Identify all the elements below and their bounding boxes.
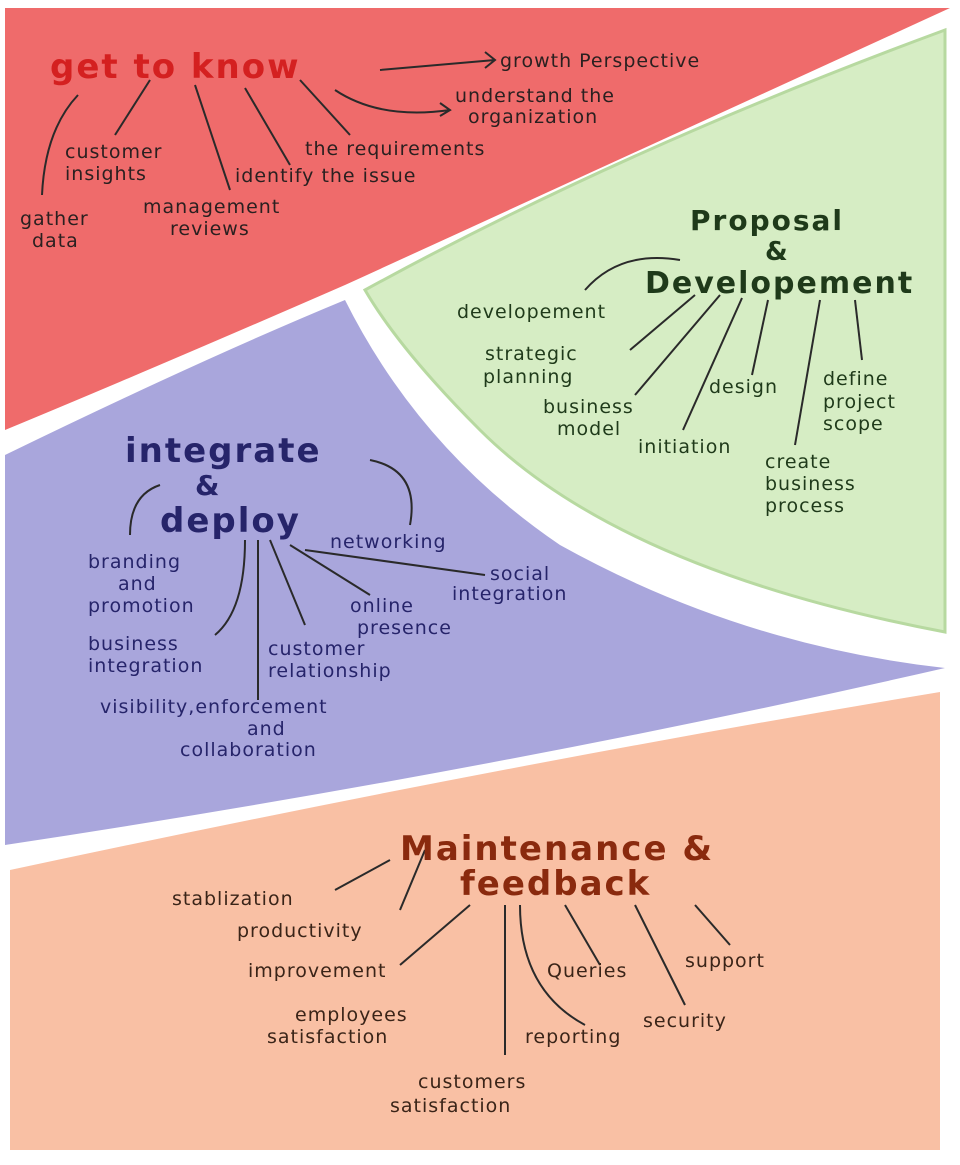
label: create (765, 451, 831, 473)
label: Queries (547, 960, 627, 982)
label: understand the (455, 85, 615, 107)
label: satisfaction (267, 1026, 388, 1048)
label: presence (357, 617, 452, 639)
label: promotion (88, 595, 195, 617)
label: employees (295, 1004, 408, 1026)
label: business (88, 633, 179, 655)
get-to-know-panel (5, 8, 950, 430)
label: organization (468, 106, 598, 128)
get-to-know-section: get to know (50, 47, 301, 87)
label: data (32, 230, 79, 252)
label: initiation (638, 436, 731, 458)
label: integration (452, 583, 567, 605)
label: model (557, 418, 621, 440)
label: business (543, 396, 634, 418)
proposal-title: Proposal (690, 204, 844, 237)
label: define (823, 368, 888, 390)
arrows (41, 51, 863, 1055)
label: and (247, 718, 286, 740)
label: support (685, 950, 765, 972)
label: growth Perspective (500, 50, 700, 72)
proposal-panel (362, 27, 947, 634)
label: process (765, 495, 845, 517)
label: business (765, 473, 856, 495)
label: management (143, 196, 280, 218)
label: visibility,enforcement (100, 696, 328, 718)
label: customer (268, 638, 365, 660)
label: customers (418, 1071, 526, 1093)
ampersand: & (195, 469, 221, 502)
label: security (643, 1010, 727, 1032)
label: stablization (172, 888, 294, 910)
label: developement (457, 301, 606, 323)
label: project (823, 391, 896, 413)
label: customer (65, 141, 162, 163)
label: productivity (237, 920, 363, 942)
deploy-title: deploy (160, 501, 301, 541)
label: relationship (268, 660, 392, 682)
label: scope (823, 413, 884, 435)
label: identify the issue (235, 165, 416, 187)
label: strategic (485, 343, 578, 365)
label: networking (330, 531, 447, 553)
integrate-title: integrate (125, 431, 322, 471)
label: social (490, 563, 550, 585)
label: reviews (170, 218, 250, 240)
label: and (118, 573, 157, 595)
label: reporting (525, 1026, 621, 1048)
label: the requirements (305, 138, 485, 160)
label: improvement (248, 960, 387, 982)
label: satisfaction (390, 1095, 511, 1117)
ampersand: & (765, 237, 790, 267)
developement-title: Developement (645, 266, 914, 301)
get-to-know-title: get to know (50, 47, 301, 87)
label: gather (20, 208, 89, 230)
label: insights (65, 163, 147, 185)
label: online (350, 595, 414, 617)
label: branding (88, 551, 181, 573)
integrate-panel (5, 300, 945, 845)
label: collaboration (180, 739, 317, 761)
label: planning (483, 366, 573, 388)
label: integration (88, 655, 203, 677)
maintenance-title: Maintenance & (400, 829, 714, 869)
label: design (709, 376, 778, 398)
maintenance-panel (10, 692, 940, 1150)
feedback-title: feedback (460, 864, 651, 904)
